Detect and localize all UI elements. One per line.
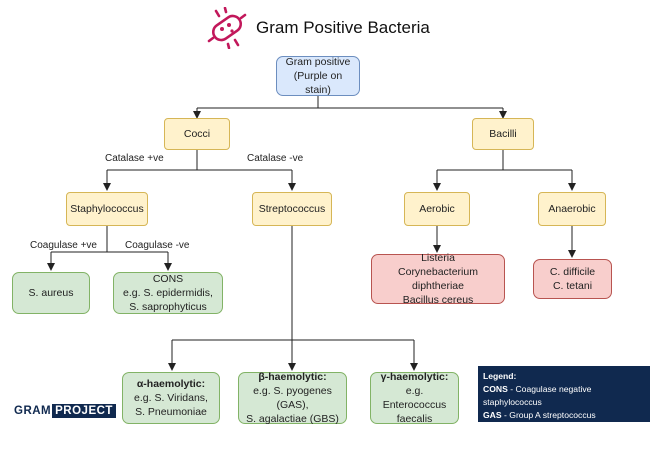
node-anaerobic-example-1: C. difficile [549, 265, 596, 278]
node-anaerobic-example-2: C. tetani [552, 280, 593, 292]
node-aerobic-example-3: Bacillus cereus [402, 294, 474, 307]
edge-label-catalase-neg: Catalase -ve [247, 153, 304, 164]
node-s-aureus: S. aureus [12, 272, 90, 314]
node-aerobic-example-2: Corynebacterium diphtheriae [398, 265, 478, 292]
legend-text-gas: - Group A streptococcus [501, 410, 596, 420]
node-gamma-title: γ-haemolytic: [380, 370, 449, 383]
node-anaerobic: Anaerobic [538, 192, 606, 226]
legend-item-cons: CONS - Coagulase negative staphylococcus [483, 383, 645, 409]
edge-staph-split [51, 226, 168, 253]
node-gram-positive: Gram positive (Purple on stain) [276, 56, 360, 96]
node-beta-haemolytic: β-haemolytic: e.g. S. pyogenes (GAS), S.… [238, 370, 347, 426]
legend-abbr-cons: CONS [483, 384, 508, 394]
node-gram-positive-subtitle: (Purple on stain) [293, 69, 343, 97]
node-gram-positive-title: Gram positive [285, 55, 351, 68]
node-cocci: Cocci [164, 118, 230, 150]
node-cons-line1: e.g. S. epidermidis, [123, 286, 213, 299]
node-cons-line2: S. saprophyticus [129, 301, 207, 314]
node-staphylococcus-label: Staphylococcus [70, 202, 144, 215]
legend-item-gbs: GBS - Group B streptococcus [483, 422, 645, 435]
logo-part-project: PROJECT [52, 404, 116, 418]
node-alpha-line1: e.g. S. Viridans, [134, 391, 208, 404]
node-aerobic-example-1: Listeria [421, 251, 455, 264]
node-alpha-title: α-haemolytic: [136, 377, 206, 390]
legend-item-gas: GAS - Group A streptococcus [483, 409, 645, 422]
edge-root-split [197, 96, 503, 109]
node-cons-title: CONS [152, 272, 184, 285]
node-anaerobic-label: Anaerobic [548, 202, 596, 215]
edge-label-coagulase-neg: Coagulase -ve [125, 240, 190, 251]
node-bacilli: Bacilli [472, 118, 534, 150]
node-cocci-label: Cocci [183, 127, 211, 140]
node-beta-title: β-haemolytic: [258, 370, 327, 383]
node-aerobic-examples: Listeria Corynebacterium diphtheriae Bac… [371, 251, 505, 307]
node-aerobic-label: Aerobic [419, 202, 455, 215]
node-beta-line2: S. agalactiae (GBS) [246, 413, 339, 426]
legend-abbr-gbs: GBS [483, 423, 502, 433]
edge-cocci-split [107, 150, 292, 171]
legend-title: Legend: [483, 371, 517, 381]
node-streptococcus: Streptococcus [252, 192, 332, 226]
legend-text-cons: - Coagulase negative staphylococcus [483, 384, 592, 407]
title-block: Gram Positive Bacteria [206, 6, 430, 50]
node-gamma-haemolytic: γ-haemolytic: e.g. Enterococcus faecalis [370, 370, 459, 426]
node-gamma-line1: e.g. Enterococcus [382, 384, 447, 411]
legend-text-gbs: - Group B streptococcus [501, 423, 597, 433]
edge-label-catalase-pos: Catalase +ve [105, 153, 164, 164]
node-anaerobic-examples: C. difficile C. tetani [533, 259, 612, 299]
legend-abbr-gas: GAS [483, 410, 502, 420]
node-alpha-line2: S. Pneumoniae [135, 406, 207, 419]
node-s-aureus-label: S. aureus [28, 286, 74, 299]
node-streptococcus-label: Streptococcus [258, 202, 326, 215]
node-alpha-haemolytic: α-haemolytic: e.g. S. Viridans, S. Pneum… [122, 372, 220, 424]
node-cons: CONS e.g. S. epidermidis, S. saprophytic… [113, 272, 223, 314]
node-bacilli-label: Bacilli [489, 127, 517, 140]
node-beta-line1: e.g. S. pyogenes (GAS), [253, 384, 332, 411]
node-aerobic: Aerobic [404, 192, 470, 226]
legend-box: Legend: CONS - Coagulase negative staphy… [478, 366, 650, 433]
node-staphylococcus: Staphylococcus [66, 192, 148, 226]
edge-bacilli-split [437, 150, 572, 171]
node-gamma-line2: faecalis [396, 413, 433, 426]
logo-part-gram: GRAM [14, 405, 52, 417]
edge-label-coagulase-pos: Coagulase +ve [30, 240, 97, 251]
page-title: Gram Positive Bacteria [256, 18, 430, 37]
bacteria-icon [207, 7, 247, 49]
